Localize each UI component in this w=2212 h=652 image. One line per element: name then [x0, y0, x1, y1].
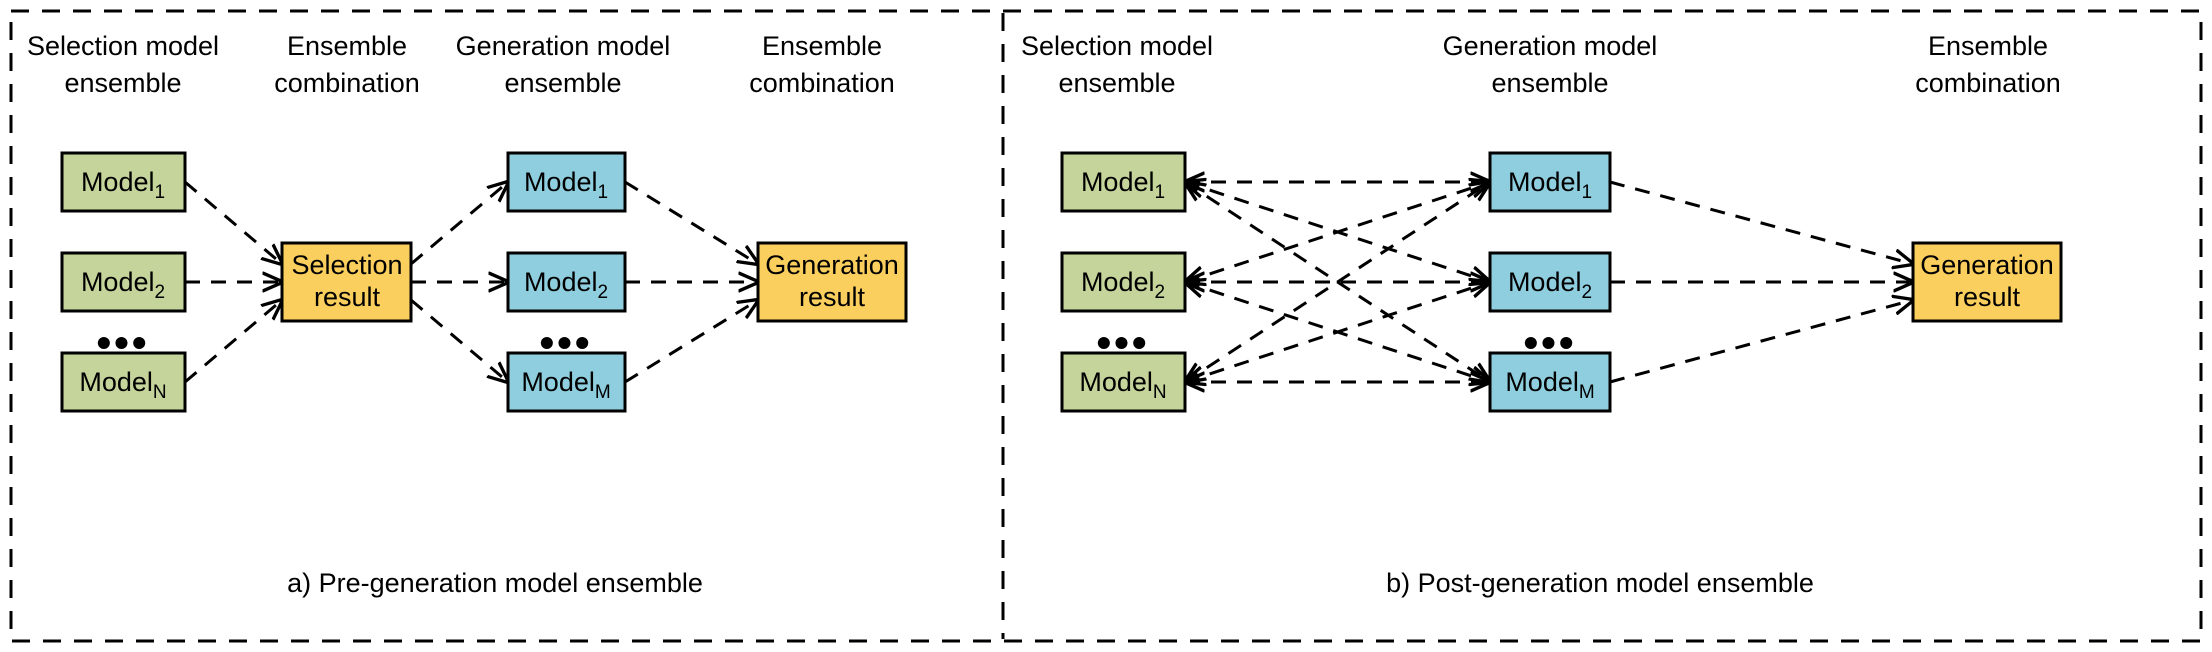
svg-text:Model1: Model1	[81, 167, 165, 203]
header-line1: Ensemble	[1928, 31, 2048, 61]
model-subscript: M	[595, 382, 611, 403]
panel-b-generation-model-1[interactable]: Model1	[1488, 151, 1612, 213]
panel-b-selection-model-n[interactable]: ModelN	[1060, 351, 1187, 413]
model-subscript: N	[1153, 382, 1167, 403]
panel-a-generation-result[interactable]: Generation result	[756, 241, 908, 323]
edge-selN-to-result	[184, 300, 282, 384]
figure-outer-border	[9, 9, 2203, 643]
model-label: Model	[521, 367, 595, 397]
panel-a-header-selection: Selection model ensemble	[27, 31, 219, 98]
header-line2: combination	[749, 68, 895, 98]
panel-a-selection-model-n[interactable]: ModelN	[60, 351, 187, 413]
edge-genM-to-result	[1609, 300, 1913, 384]
svg-text:Model2: Model2	[1081, 267, 1165, 303]
panel-a-edges-selection	[184, 180, 282, 384]
model-label: Model	[1081, 267, 1155, 297]
model-subscript: 1	[1154, 182, 1165, 203]
header-line2: ensemble	[64, 68, 181, 98]
selection-result-line1: Selection	[291, 250, 402, 280]
edge-gen1-to-result	[624, 180, 758, 264]
panel-a-selection-model-1[interactable]: Model1	[60, 151, 187, 213]
model-label: Model	[1505, 367, 1579, 397]
model-label: Model	[1508, 267, 1582, 297]
model-subscript: 2	[1154, 282, 1165, 303]
panel-a-header-ensemble-combination-2: Ensemble combination	[749, 31, 895, 98]
edge-result-to-gen1	[410, 182, 508, 266]
edge-genM-to-result	[624, 300, 758, 384]
header-line2: combination	[274, 68, 420, 98]
generation-result-line2: result	[799, 282, 866, 312]
panel-b-generation-model-m[interactable]: ModelM	[1488, 351, 1612, 413]
header-line1: Ensemble	[762, 31, 882, 61]
panel-b-edges-generation-to-result	[1609, 180, 1913, 384]
model-label: Model	[1081, 167, 1155, 197]
svg-text:ModelM: ModelM	[1505, 367, 1594, 403]
header-line2: ensemble	[1058, 68, 1175, 98]
panel-b-bipartite-edges	[1185, 182, 1490, 382]
panel-a-edges-result-to-generation	[410, 182, 508, 382]
edge-sel1-to-result	[184, 180, 282, 264]
header-line1: Ensemble	[287, 31, 407, 61]
svg-text:Model2: Model2	[81, 267, 165, 303]
header-line2: ensemble	[1491, 68, 1608, 98]
panel-a-caption: a) Pre-generation model ensemble	[287, 568, 703, 598]
model-label: Model	[524, 267, 598, 297]
model-subscript: 1	[597, 182, 608, 203]
model-label: Model	[524, 167, 598, 197]
panel-a-header-generation: Generation model ensemble	[456, 31, 671, 98]
panel-a-header-ensemble-combination-1: Ensemble combination	[274, 31, 420, 98]
svg-text:Model2: Model2	[524, 267, 608, 303]
svg-text:ModelN: ModelN	[79, 367, 166, 403]
model-label: Model	[81, 267, 155, 297]
edge-gen1-to-result	[1609, 180, 1913, 264]
model-subscript: 2	[597, 282, 608, 303]
panel-a-generation-model-1[interactable]: Model1	[506, 151, 627, 213]
model-subscript: 1	[154, 182, 165, 203]
panel-a-generation-model-m[interactable]: ModelM	[506, 351, 627, 413]
model-label: Model	[79, 367, 153, 397]
panel-a-selection-model-2[interactable]: Model2	[60, 251, 187, 313]
panel-b-header-generation: Generation model ensemble	[1443, 31, 1658, 98]
header-line1: Selection model	[1021, 31, 1213, 61]
header-line2: combination	[1915, 68, 2061, 98]
panel-b-selection-model-1[interactable]: Model1	[1060, 151, 1187, 213]
panel-a-edges-generation	[624, 180, 758, 384]
model-label: Model	[81, 167, 155, 197]
panel-b-generation-result[interactable]: Generation result	[1911, 241, 2063, 323]
edge-selN-gen2	[1185, 282, 1490, 382]
panel-b-generation-model-2[interactable]: Model2	[1488, 251, 1612, 313]
panel-b-selection-model-2[interactable]: Model2	[1060, 251, 1187, 313]
model-label: Model	[1508, 167, 1582, 197]
header-line2: ensemble	[504, 68, 621, 98]
model-subscript: 2	[154, 282, 165, 303]
panel-b-header-ensemble-combination: Ensemble combination	[1915, 31, 2061, 98]
header-line1: Selection model	[27, 31, 219, 61]
svg-text:Model1: Model1	[1081, 167, 1165, 203]
svg-text:Model1: Model1	[1508, 167, 1592, 203]
svg-text:Model1: Model1	[524, 167, 608, 203]
svg-text:Model2: Model2	[1508, 267, 1592, 303]
panel-a-generation-model-2[interactable]: Model2	[506, 251, 627, 313]
generation-result-line1: Generation	[765, 250, 899, 280]
svg-text:ModelM: ModelM	[521, 367, 610, 403]
model-label: Model	[1079, 367, 1153, 397]
edge-result-to-genM	[410, 298, 508, 382]
generation-result-line1: Generation	[1920, 250, 2054, 280]
header-line1: Generation model	[1443, 31, 1658, 61]
generation-result-line2: result	[1954, 282, 2021, 312]
selection-result-line2: result	[314, 282, 381, 312]
model-subscript: 1	[1581, 182, 1592, 203]
model-subscript: M	[1579, 382, 1595, 403]
model-subscript: N	[153, 382, 167, 403]
panel-b-header-selection: Selection model ensemble	[1021, 31, 1213, 98]
panel-a: Selection model ensemble Ensemble combin…	[27, 31, 908, 598]
panel-a-selection-result[interactable]: Selection result	[280, 241, 413, 323]
panel-b-caption: b) Post-generation model ensemble	[1386, 568, 1814, 598]
model-subscript: 2	[1581, 282, 1592, 303]
svg-text:ModelN: ModelN	[1079, 367, 1166, 403]
panel-b: Selection model ensemble Generation mode…	[1021, 31, 2063, 598]
header-line1: Generation model	[456, 31, 671, 61]
